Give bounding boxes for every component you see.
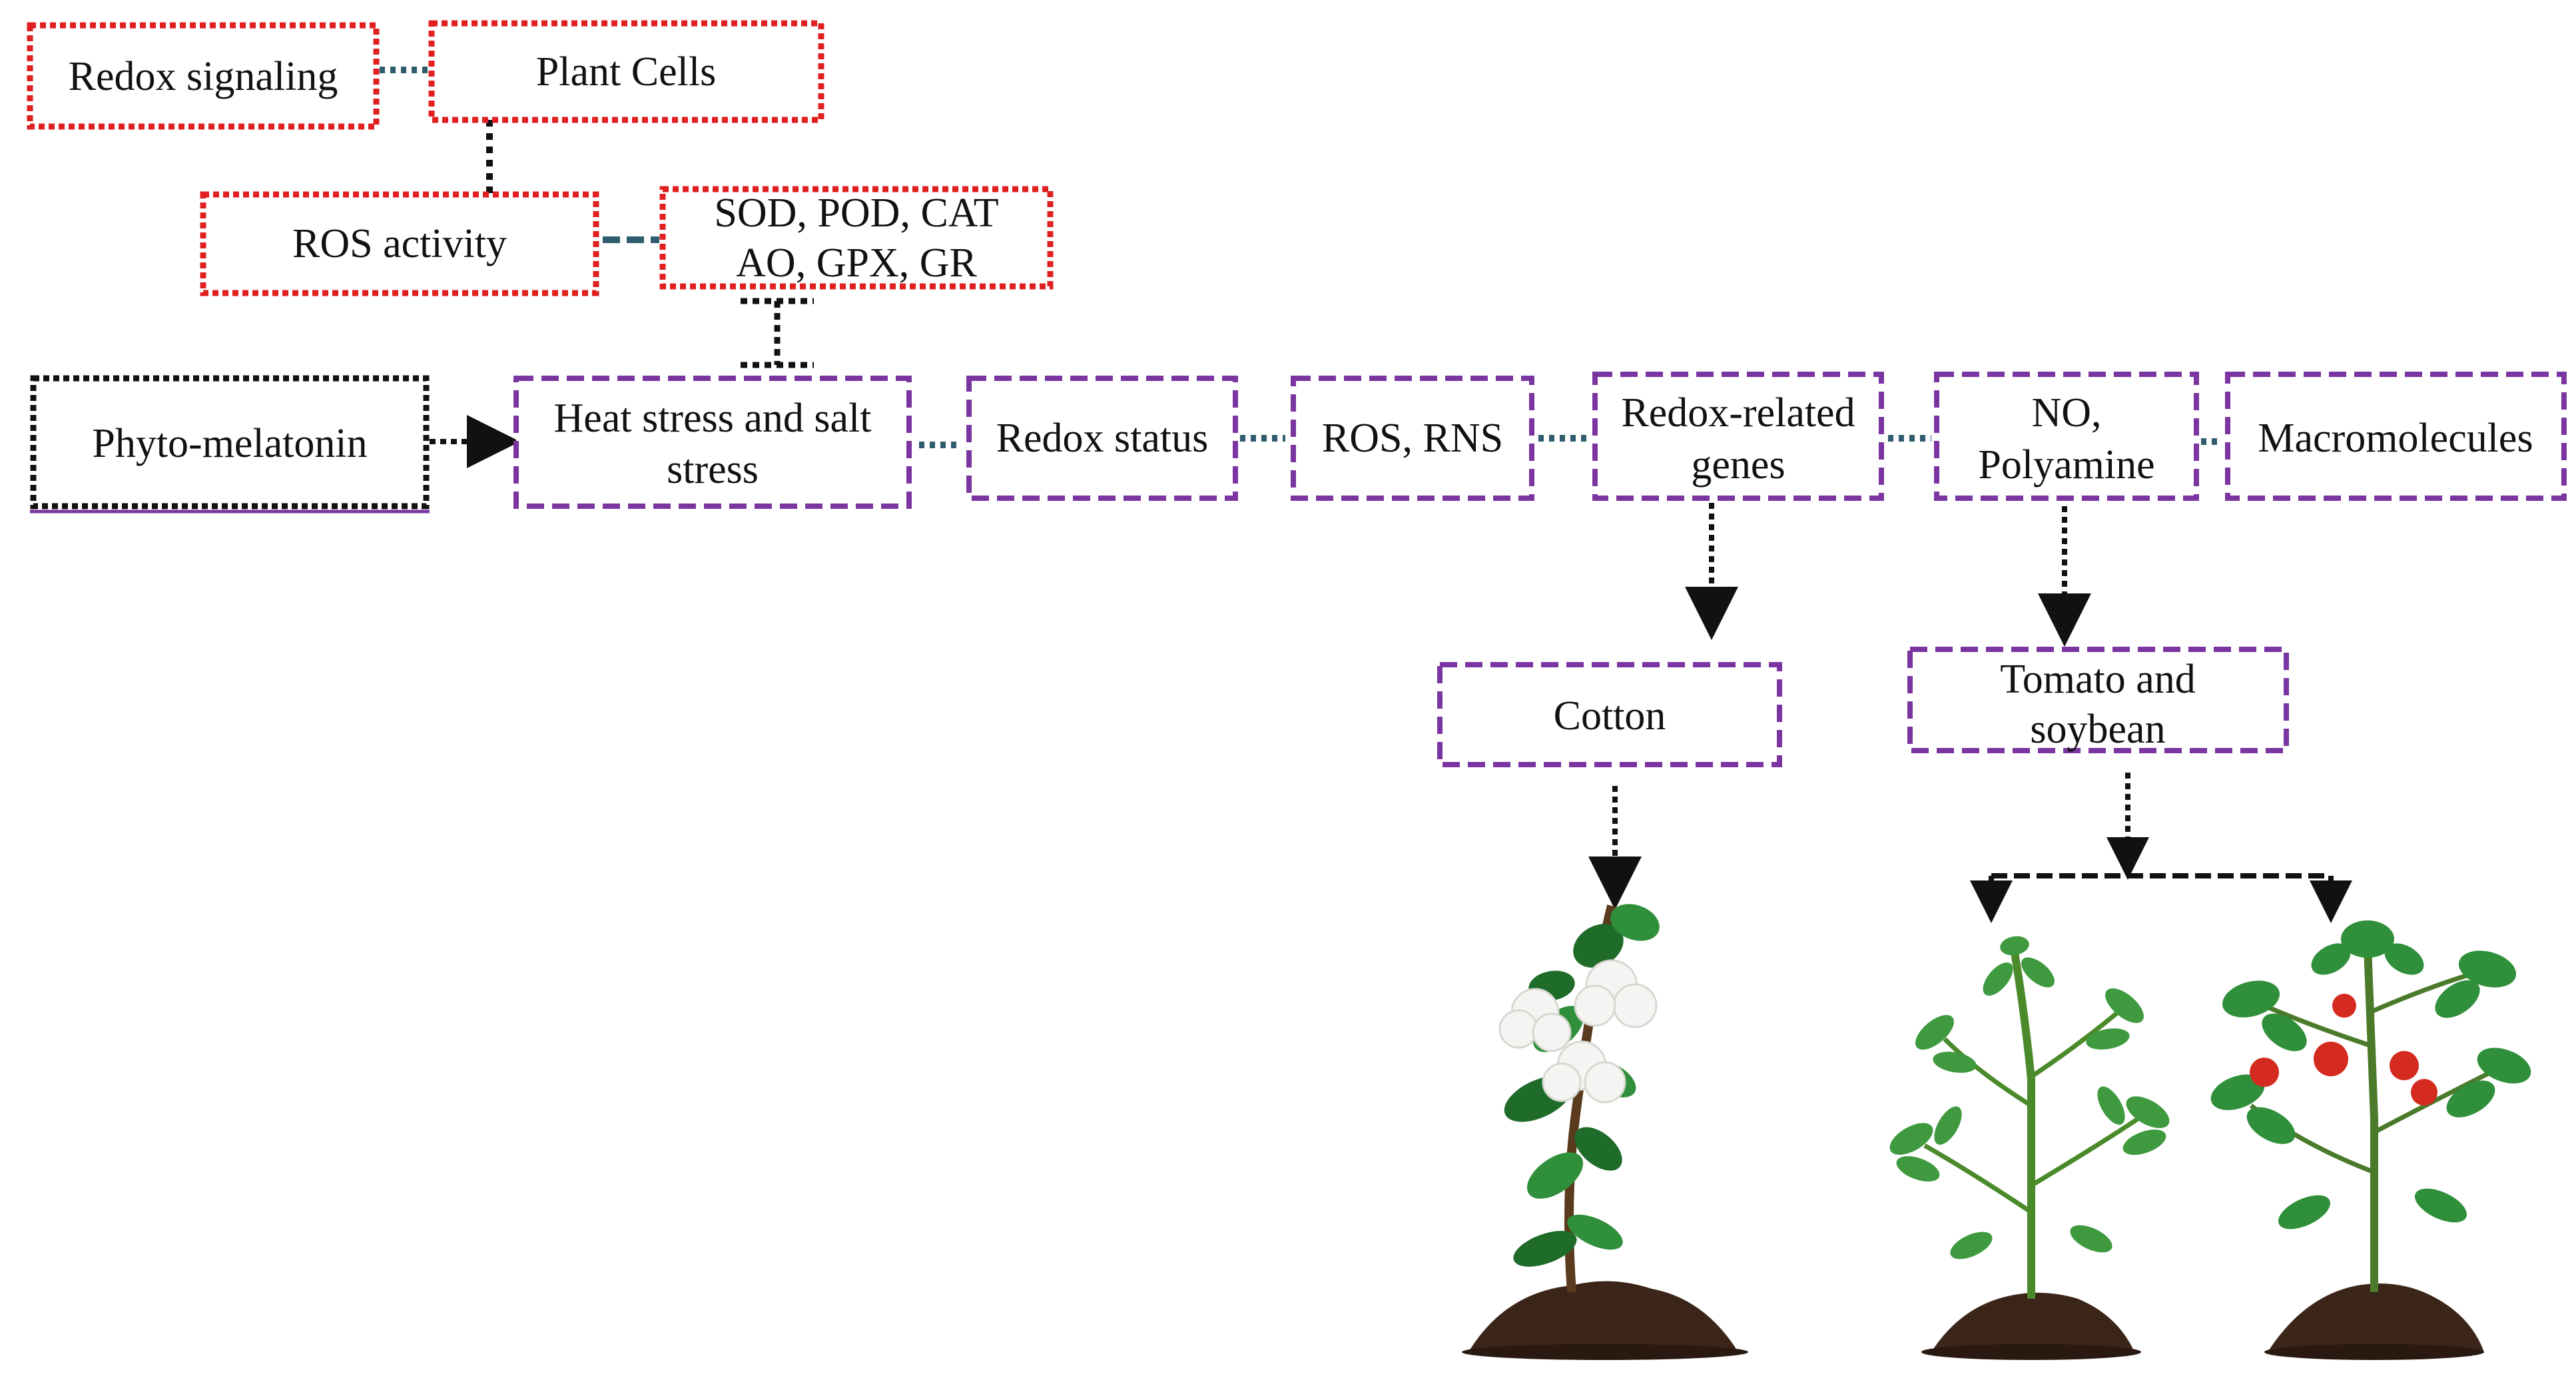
box-plant-cells [428, 20, 824, 123]
label-heat-salt-1: Heat stress and salt [554, 396, 872, 441]
box-heat-salt [513, 376, 912, 509]
tomato-plant-icon [2210, 920, 2531, 1360]
boxes [27, 20, 2567, 767]
box-redox-status [966, 376, 1238, 501]
label-heat-salt-2: stress [667, 447, 759, 492]
box-enzymes [659, 186, 1054, 290]
label-tomato-1: Tomato and [2000, 657, 2196, 702]
box-ros-rns [1291, 376, 1534, 501]
box-phyto-melatonin [30, 375, 430, 510]
label-ros-activity: ROS activity [292, 221, 507, 266]
label-ros-rns: ROS, RNS [1322, 416, 1503, 461]
connectors [380, 67, 2352, 923]
label-redox-signaling: Redox signaling [69, 54, 338, 99]
label-phyto-melatonin: Phyto-melatonin [92, 421, 367, 466]
soybean-plant-icon [1889, 936, 2170, 1360]
box-cotton [1437, 662, 1782, 767]
label-redox-status: Redox status [996, 416, 1209, 461]
box-redox-signaling [27, 22, 380, 130]
box-tomato-soybean [1907, 647, 2289, 753]
label-tomato-2: soybean [2030, 707, 2165, 752]
label-macromolecules: Macromolecules [2258, 416, 2533, 461]
label-redox-genes-2: genes [1691, 442, 1785, 488]
box-macromolecules [2225, 372, 2567, 501]
label-no-1: NO, [2031, 390, 2101, 436]
label-no-2: Polyamine [1978, 442, 2154, 488]
box-ros-activity [200, 191, 599, 296]
labels: Redox signaling Plant Cells ROS activity… [69, 49, 2533, 752]
box-redox-genes [1592, 372, 1884, 501]
label-redox-genes-1: Redox-related [1621, 390, 1855, 436]
label-enzymes-1: SOD, POD, CAT [714, 190, 998, 236]
box-no-polyamine [1934, 372, 2199, 501]
cotton-plant-icon [1462, 904, 1748, 1360]
label-enzymes-2: AO, GPX, GR [736, 240, 977, 286]
label-plant-cells: Plant Cells [536, 49, 716, 95]
label-cotton: Cotton [1554, 693, 1666, 739]
